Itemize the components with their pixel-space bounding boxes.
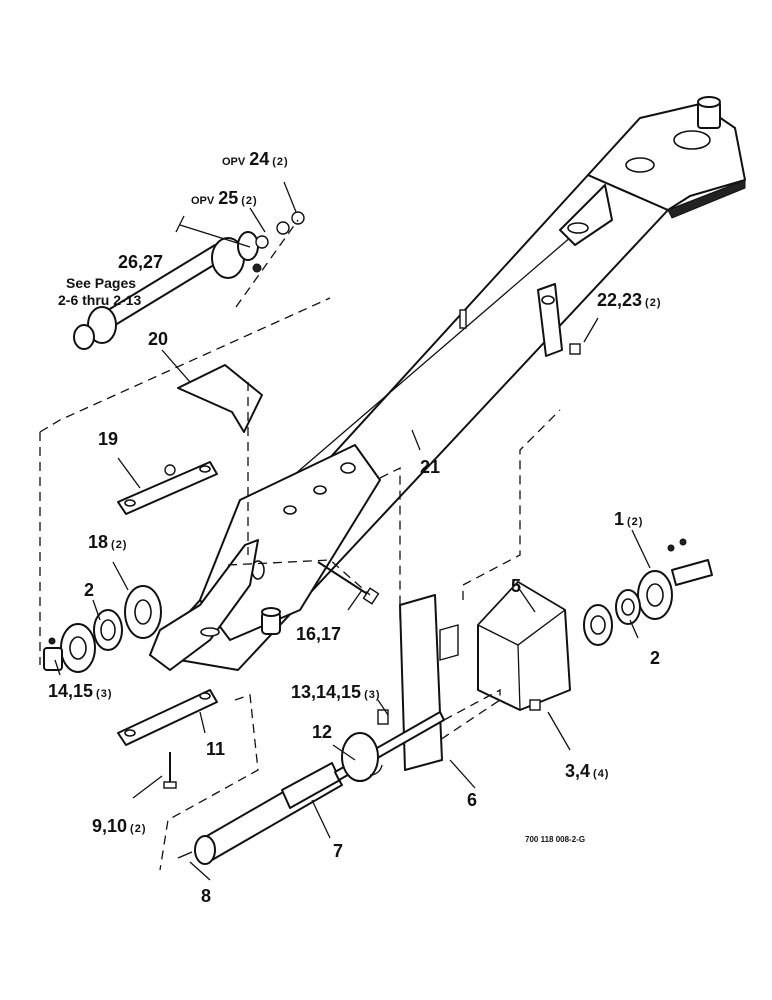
upper-strap-19 (117, 461, 218, 515)
drawing-number: 700 118 008-2-G (525, 835, 585, 844)
label-9-10: 9,10(2) (92, 816, 147, 836)
label-22-23: 22,23(2) (597, 290, 662, 310)
label-18: 18(2) (88, 532, 127, 552)
label-8: 8 (201, 886, 211, 906)
gearbox-5 (476, 581, 571, 711)
note-see-pages: See Pages (66, 275, 136, 291)
lower-strap-11 (117, 689, 218, 746)
label-19: 19 (98, 429, 118, 449)
lower-driveshaft (177, 711, 445, 865)
label-12: 12 (312, 722, 332, 742)
pivot-bracket (149, 444, 381, 671)
mount-plate-6 (399, 594, 459, 771)
pto-driveshaft (73, 211, 305, 350)
label-2-left: 2 (84, 580, 94, 600)
label-26-27: 26,27 (118, 252, 163, 272)
label-16-17: 16,17 (296, 624, 341, 644)
bolt-3-4 (529, 699, 541, 711)
label-1: 1(2) (614, 509, 643, 529)
bolt-9-10 (163, 752, 177, 789)
label-6: 6 (467, 790, 477, 810)
label-11: 11 (206, 739, 225, 759)
label-5: 5 (511, 576, 521, 596)
label-14-15: 14,15(3) (48, 681, 113, 701)
label-13-14-15: 13,14,15(3) (291, 682, 381, 702)
right-hub-assembly (583, 538, 713, 646)
label-3-4: 3,4(4) (565, 761, 609, 781)
label-2-right: 2 (650, 648, 660, 668)
left-hub-assembly (43, 585, 162, 673)
bolt-13-14-15 (377, 709, 389, 725)
label-7: 7 (333, 841, 343, 861)
long-bolt-16-17 (317, 561, 380, 605)
label-21: 21 (420, 457, 440, 477)
bolt-22-23 (537, 283, 581, 357)
note-page-range: 2-6 thru 2-13 (58, 292, 141, 308)
label-20: 20 (148, 329, 168, 349)
shield-20 (177, 364, 263, 433)
leader-lines (54, 181, 651, 881)
guide-lines (39, 219, 561, 871)
